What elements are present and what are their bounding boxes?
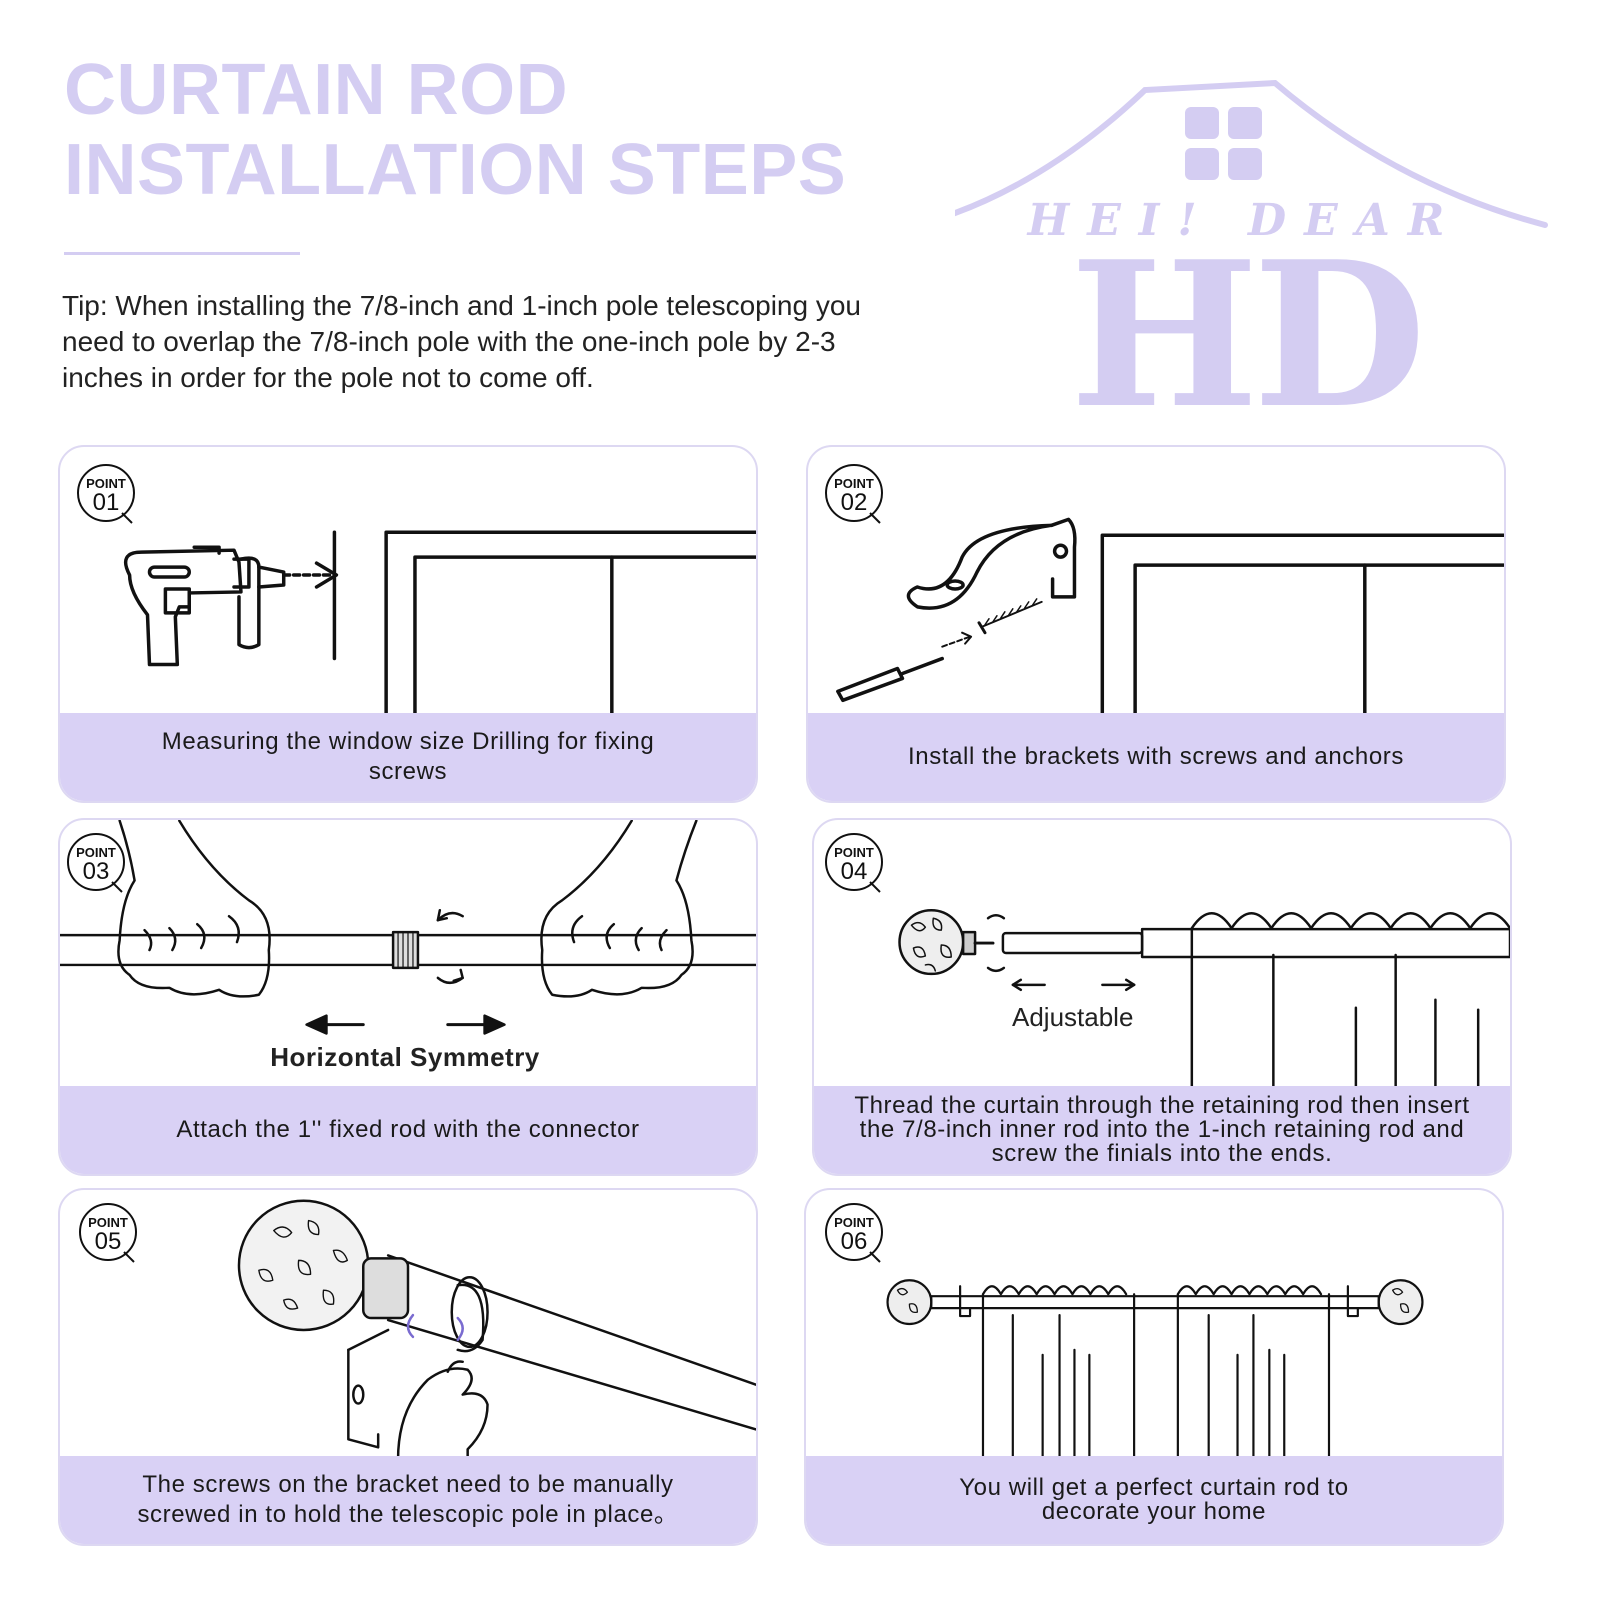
badge-circle-icon (825, 833, 883, 893)
badge-number: 02 (840, 489, 868, 516)
badge-label: POINT (834, 1215, 874, 1230)
step-card-05: POINT 05 The screws on the bracket need … (58, 1188, 758, 1546)
step-badge-02: POINT 02 (824, 463, 894, 533)
step-caption-03: Attach the 1'' fixed rod with the connec… (60, 1086, 756, 1174)
page-title: CURTAIN ROD INSTALLATION STEPS (64, 50, 846, 210)
badge-label: POINT (86, 476, 126, 491)
finished-curtain-illustration (886, 1279, 1424, 1460)
badge-circle-icon (825, 1203, 883, 1263)
step-caption-01: Measuring the window size Drilling for f… (60, 713, 756, 801)
horizontal-symmetry-label: Horizontal Symmetry (270, 1042, 540, 1072)
brand-logo: HEI! DEAR HD (955, 79, 1548, 420)
badge-label: POINT (76, 845, 116, 860)
step-badge-03: POINT 03 (66, 832, 136, 902)
badge-number: 03 (82, 858, 110, 885)
badge-circle-icon (77, 464, 135, 524)
step-badge-01: POINT 01 (76, 463, 146, 533)
drill-illustration (123, 530, 756, 717)
step-badge-04: POINT 04 (824, 832, 894, 902)
step-caption-04: Thread the curtain through the retaining… (814, 1086, 1510, 1174)
badge-number: 05 (94, 1228, 122, 1255)
badge-circle-icon (79, 1203, 137, 1263)
title-divider (64, 252, 300, 255)
title-line-2: INSTALLATION STEPS (64, 130, 847, 210)
step-caption-02: Install the brackets with screws and anc… (808, 713, 1504, 801)
badge-circle-icon (825, 464, 883, 524)
step-card-02: POINT 02 Install the brackets with screw… (806, 445, 1506, 803)
badge-circle-icon (67, 833, 125, 893)
badge-label: POINT (834, 845, 874, 860)
step-card-06: POINT 06 You will get a perfect curtain … (804, 1188, 1504, 1546)
step-card-01: POINT 01 Measuring the window size Drill… (58, 445, 758, 803)
adjustable-label: Adjustable (1012, 1002, 1134, 1032)
step-caption-06: You will get a perfect curtain rod to de… (806, 1456, 1502, 1544)
step-card-04: Adjustable POINT 04 Thread the curtain t… (812, 818, 1512, 1176)
badge-number: 04 (840, 858, 868, 885)
step-caption-05: The screws on the bracket need to be man… (60, 1456, 756, 1544)
finial-thread-illustration (898, 909, 1510, 1090)
badge-number: 01 (92, 489, 120, 516)
connector-illustration (60, 820, 756, 1035)
bracket-screw-illustration (237, 1199, 756, 1460)
tip-text: Tip: When installing the 7/8-inch and 1-… (62, 290, 861, 393)
title-line-1: CURTAIN ROD (64, 50, 569, 130)
bracket-illustration (836, 517, 1504, 717)
badge-label: POINT (88, 1215, 128, 1230)
step-badge-05: POINT 05 (78, 1202, 148, 1272)
step-badge-06: POINT 06 (824, 1202, 894, 1272)
logo-mark: HD (1070, 218, 1420, 420)
badge-label: POINT (834, 476, 874, 491)
badge-number: 06 (840, 1228, 868, 1255)
logo-top-text: HEI! DEAR (1026, 195, 1463, 246)
step-card-03: Horizontal Symmetry POINT 03 Attach the … (58, 818, 758, 1176)
